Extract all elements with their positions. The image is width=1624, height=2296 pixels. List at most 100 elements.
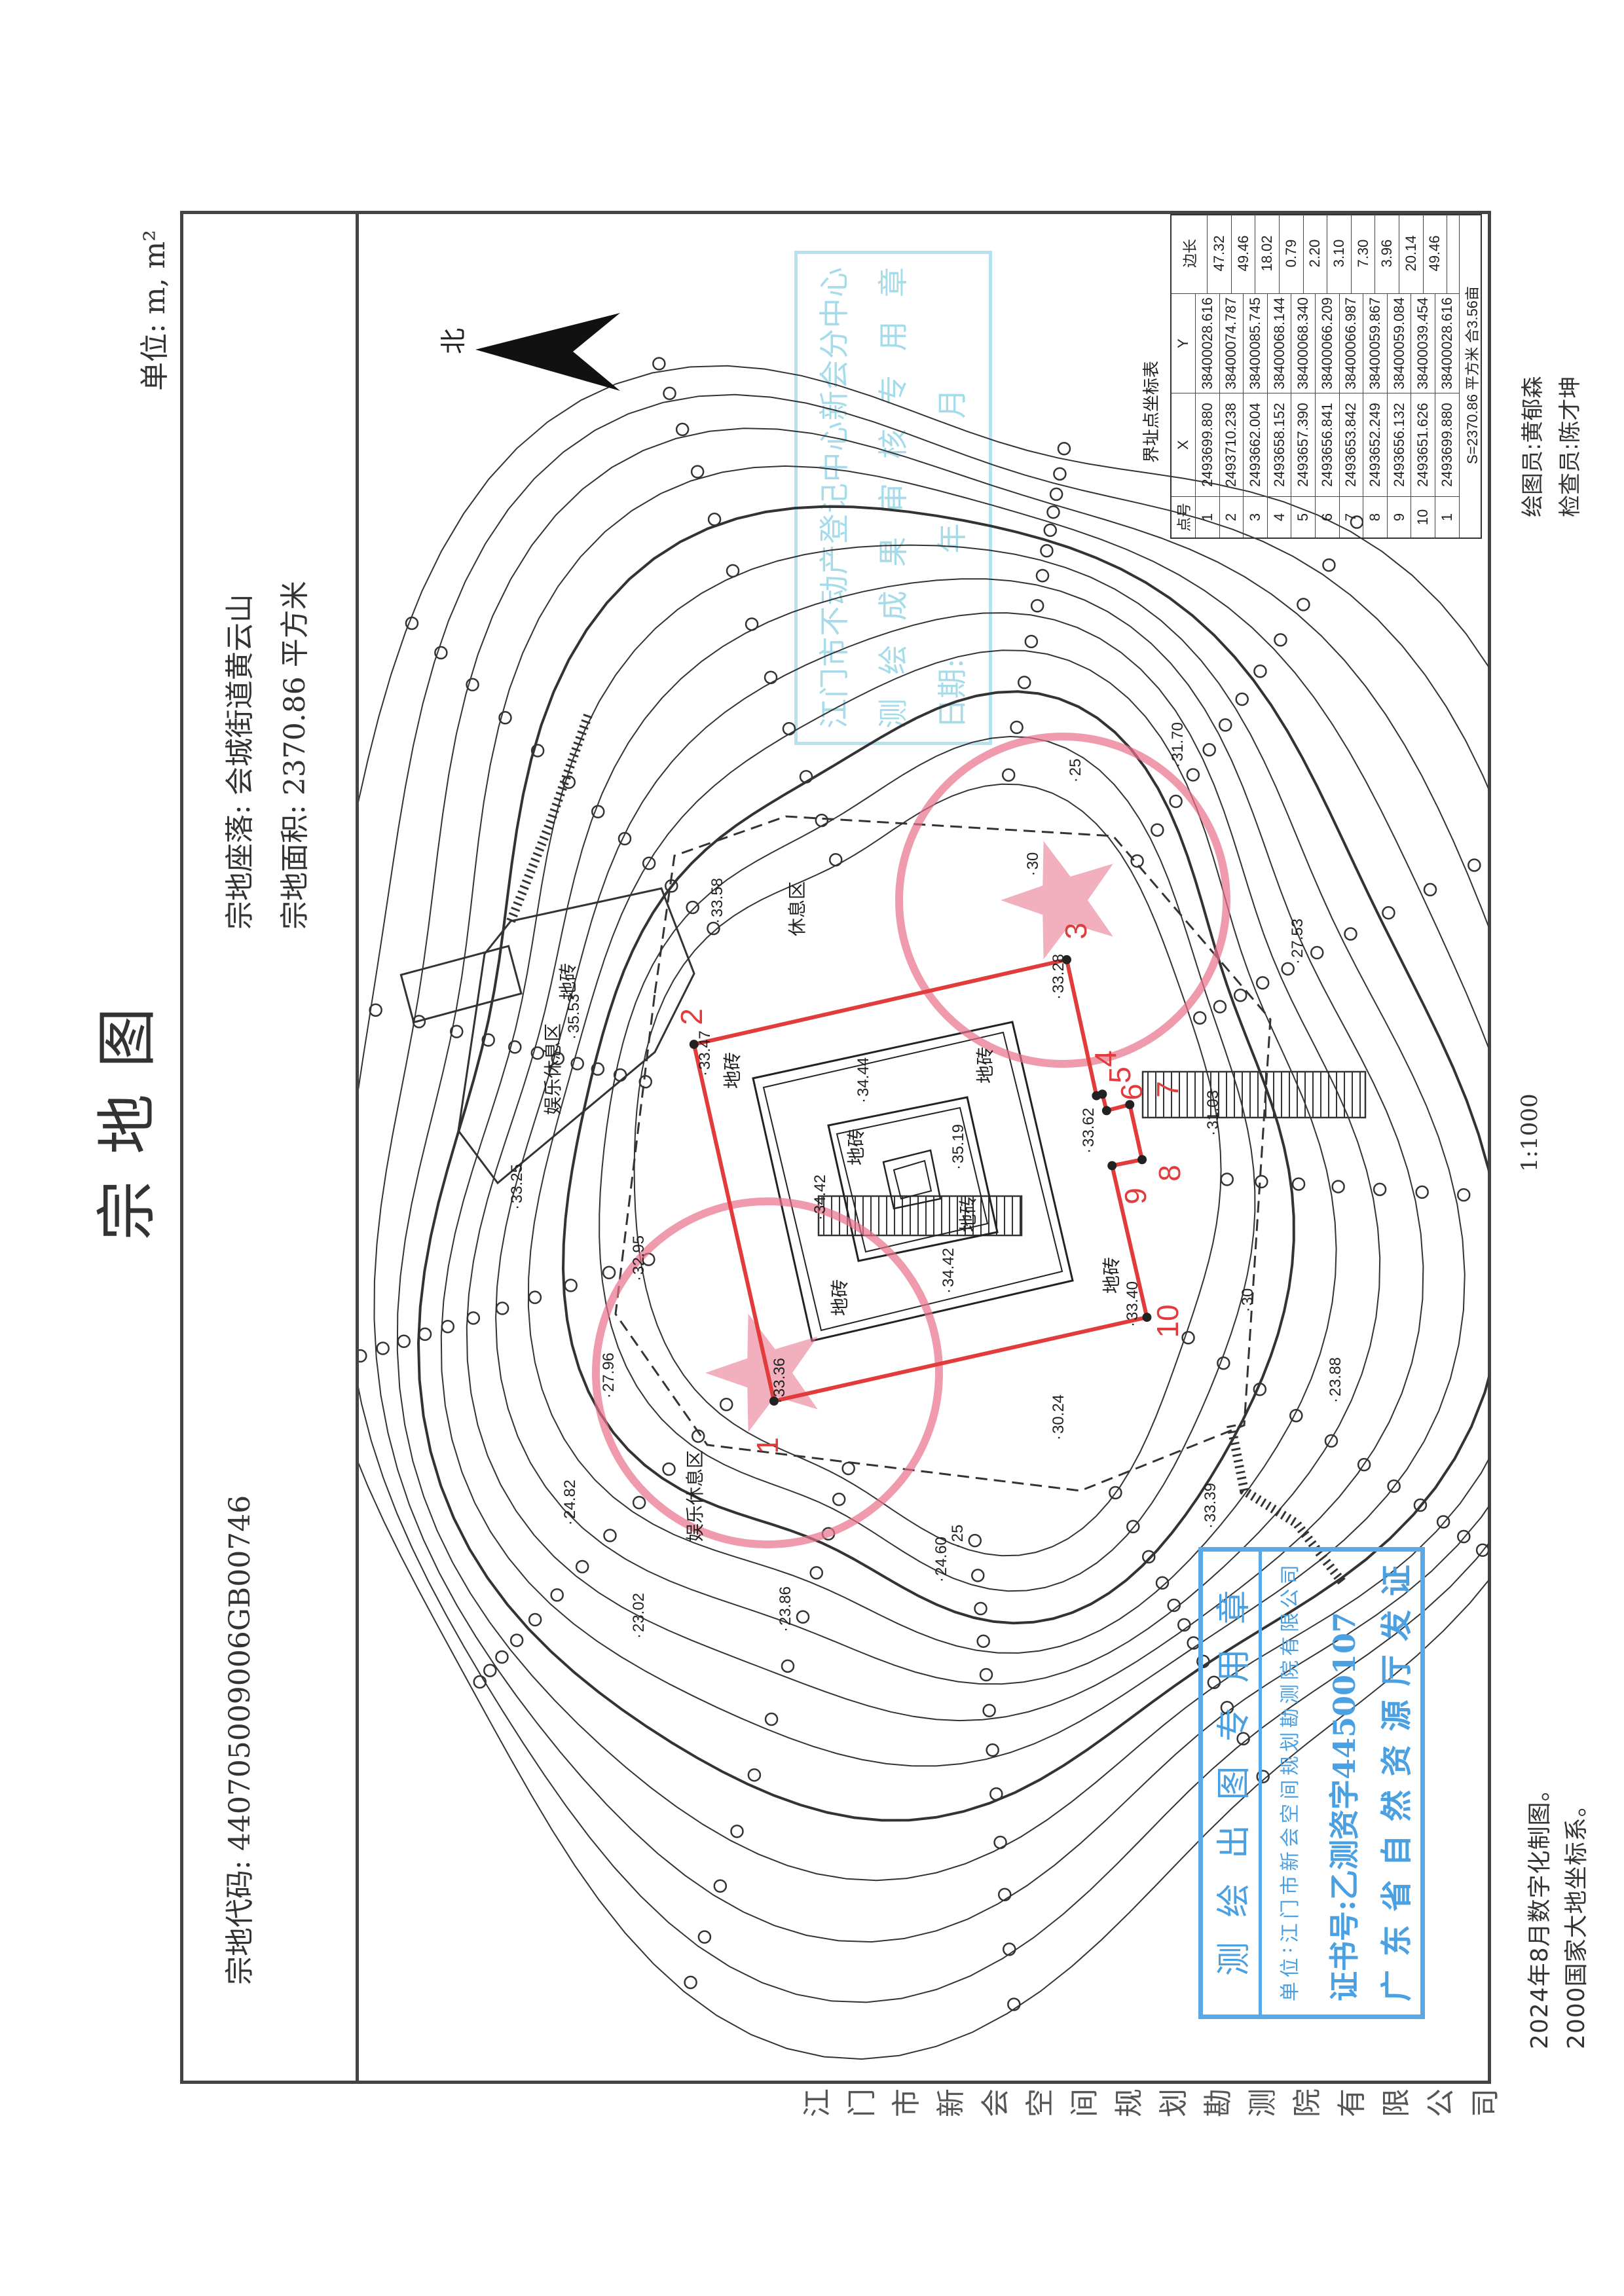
survey-point-icon xyxy=(551,1051,565,1065)
survey-point-icon xyxy=(1169,794,1183,809)
contour-line xyxy=(359,365,1488,2060)
vertex-marker xyxy=(1107,1161,1117,1171)
survey-point-icon xyxy=(796,1610,810,1624)
char: 资 xyxy=(1378,1745,1415,1777)
survey-point-icon xyxy=(979,1667,993,1682)
stairs xyxy=(506,710,594,923)
contour-line xyxy=(396,465,1488,1882)
survey-point-icon xyxy=(986,1743,999,1757)
table-cell-x: 2493662.004 xyxy=(1244,393,1268,496)
survey-point-icon xyxy=(815,813,829,828)
survey-point-icon xyxy=(764,1712,779,1726)
survey-point-icon xyxy=(329,1358,341,1370)
survey-point-icon xyxy=(1373,1182,1387,1196)
elevation-label: 27.53 xyxy=(1289,919,1307,964)
survey-point-icon xyxy=(1151,823,1164,837)
survey-point-icon xyxy=(466,1311,481,1325)
table-cell-edge: 47.32 xyxy=(1208,213,1232,293)
note-date: 2024年8月数字化制图。 xyxy=(1526,1777,1553,2049)
survey-point-icon xyxy=(997,1887,1012,1902)
survey-point-icon xyxy=(528,1613,542,1627)
elevation-label: 30.24 xyxy=(1050,1394,1068,1440)
vertex-marker xyxy=(1125,1100,1135,1110)
vertex-marker xyxy=(1101,1106,1111,1116)
survey-point-icon xyxy=(764,670,778,684)
surveying-stamp-cert: 证书号:乙测资字44500107 xyxy=(1321,1565,1364,2001)
survey-point-icon xyxy=(707,513,722,526)
survey-point-icon xyxy=(652,357,666,371)
survey-point-icon xyxy=(1274,633,1287,647)
survey-point-icon xyxy=(1187,1636,1200,1650)
survey-point-icon xyxy=(1001,768,1016,782)
char: 有 xyxy=(1279,1636,1302,1656)
survey-point-icon xyxy=(1557,810,1569,822)
survey-point-icon xyxy=(376,1341,390,1355)
char: 用 xyxy=(1215,1649,1254,1683)
survey-point-icon xyxy=(405,616,419,630)
elevation-label: 24.82 xyxy=(561,1480,580,1525)
survey-point-icon xyxy=(530,1046,545,1060)
table-cell-y: 38400066.209 xyxy=(1315,293,1340,393)
table-cell-y: 38400039.454 xyxy=(1411,293,1435,393)
char: 市 xyxy=(1279,1875,1302,1895)
elevation-label: 27.96 xyxy=(600,1353,618,1398)
map-scale: 1:1000 xyxy=(1517,1093,1543,1172)
survey-point-icon xyxy=(1235,692,1249,706)
stairs xyxy=(1141,1070,1367,1119)
monument-base xyxy=(882,1149,942,1210)
monument-icon xyxy=(893,1159,932,1200)
survey-point-icon xyxy=(1030,599,1044,613)
north-label: 北 xyxy=(439,328,469,354)
survey-point-icon xyxy=(1035,568,1050,583)
char: 划 xyxy=(1279,1732,1302,1752)
survey-point-icon xyxy=(322,991,333,1003)
survey-point-icon xyxy=(1053,467,1067,481)
survey-point-icon xyxy=(498,711,512,725)
survey-point-icon xyxy=(418,1327,432,1341)
survey-point-icon xyxy=(1387,1479,1401,1493)
survey-point-icon xyxy=(1167,1598,1181,1613)
char: 门 xyxy=(1279,1899,1302,1919)
seal-star-icon xyxy=(1001,841,1113,960)
survey-point-icon xyxy=(570,1057,584,1070)
contour-lines xyxy=(359,365,1488,2060)
elevation-label: 33.62 xyxy=(1080,1108,1098,1154)
table-header: 点号 xyxy=(1172,496,1196,538)
survey-point-icon xyxy=(1415,1185,1429,1199)
area-label: 地砖 xyxy=(974,1046,996,1084)
survey-point-icon xyxy=(1281,962,1295,976)
table-cell-x: 2493653.842 xyxy=(1339,393,1364,496)
survey-point-icon xyxy=(1256,1770,1270,1783)
char: 自 xyxy=(1378,1834,1415,1867)
table-cell-edge: 3.96 xyxy=(1375,213,1400,293)
table-header: Y xyxy=(1172,293,1196,393)
survey-point-icon xyxy=(809,1566,823,1580)
survey-point-icon xyxy=(1220,1700,1234,1715)
survey-point-icon xyxy=(1202,742,1216,757)
table-cell-point: 10 xyxy=(1411,496,1435,538)
table-summary: S=2370.86 平方米 合3.56亩 xyxy=(1464,285,1481,465)
survey-point-icon xyxy=(1289,1408,1303,1423)
elevation-label: 33.36 xyxy=(771,1358,789,1404)
survey-point-icon xyxy=(397,1334,411,1348)
company-name: 江门市新会空间规划勘测院有限公司 xyxy=(796,2083,1508,2123)
survey-point-icon xyxy=(1043,523,1058,538)
char: 空 xyxy=(1024,2088,1057,2117)
survey-point-icon xyxy=(663,386,676,401)
char: 图 xyxy=(1215,1766,1254,1800)
red-seal xyxy=(895,733,1230,1068)
area-label: 地砖 xyxy=(829,1279,851,1317)
platform-outer-step xyxy=(762,1031,1063,1332)
char: 院 xyxy=(1279,1660,1302,1681)
survey-point-icon xyxy=(1607,1199,1619,1211)
survey-point-icon xyxy=(1475,1543,1488,1557)
table-cell-x: 2493699.880 xyxy=(1196,393,1220,496)
survey-point-icon xyxy=(971,1569,985,1582)
table-cell-y: 38400028.616 xyxy=(1435,293,1460,393)
survey-point-icon xyxy=(1413,1498,1428,1512)
survey-point-icon xyxy=(602,1266,616,1280)
survey-point-icon xyxy=(508,1040,522,1054)
survey-point-icon xyxy=(1467,858,1481,872)
area-label: 娱乐休息区 xyxy=(684,1449,706,1542)
char: 发 xyxy=(1378,1609,1415,1641)
